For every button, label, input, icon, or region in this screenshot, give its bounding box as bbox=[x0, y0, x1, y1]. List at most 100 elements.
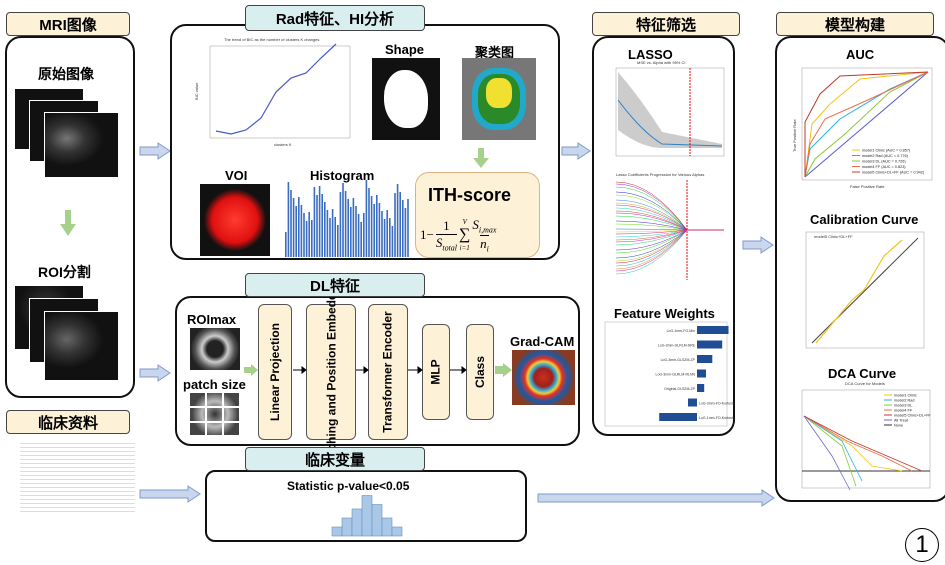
histogram-bar bbox=[313, 187, 316, 257]
coef-path bbox=[615, 220, 724, 231]
class-block: Class bbox=[466, 324, 494, 420]
roimax-label: ROImax bbox=[187, 312, 237, 327]
histogram-bar bbox=[342, 183, 344, 257]
feature-bar bbox=[659, 413, 697, 421]
histogram-bar bbox=[321, 194, 323, 257]
right-arrow-icon bbox=[561, 142, 591, 160]
roc-curve bbox=[804, 71, 929, 178]
patch-embedding-block: Patching and Position Embedding bbox=[306, 275, 356, 469]
histogram-bar bbox=[355, 206, 357, 257]
dca-legend-item: model5 Clinic+DL+FF bbox=[894, 414, 931, 418]
feature-label: Original-GLSZM-ZP bbox=[664, 387, 696, 391]
histogram-bar bbox=[373, 204, 375, 257]
histogram-bar bbox=[370, 196, 373, 257]
patch-size-label: patch size bbox=[183, 377, 246, 392]
histogram-bar bbox=[386, 210, 388, 257]
panel-label-clinvar: 临床变量 bbox=[245, 447, 425, 471]
dca-legend-item: All Treat bbox=[894, 419, 909, 423]
histogram-chart bbox=[285, 180, 409, 257]
dca-curve bbox=[803, 415, 851, 491]
histogram-bar bbox=[334, 217, 336, 257]
histogram-bar bbox=[389, 218, 391, 257]
histogram-bar bbox=[318, 186, 321, 257]
panel-label-mri: MRI图像 bbox=[6, 12, 130, 36]
histogram-bar bbox=[368, 188, 370, 257]
feature-label: LoG-3mm-GLSZM-ZP bbox=[661, 358, 696, 362]
histogram-bar bbox=[350, 207, 352, 257]
histogram-bar bbox=[404, 208, 407, 257]
feature-label: LoG-3mm-FO-Kurtosis bbox=[699, 402, 735, 406]
clinvar-hist-bar bbox=[361, 495, 373, 537]
histogram-bar bbox=[298, 197, 300, 257]
roi-segmentation-label: ROI分割 bbox=[38, 264, 91, 280]
roi-image-stack bbox=[14, 285, 129, 393]
histogram-bar bbox=[357, 214, 360, 257]
right-arrow-icon bbox=[139, 142, 171, 160]
coef-path bbox=[615, 207, 724, 231]
histogram-bar bbox=[344, 191, 347, 257]
right-arrow-icon bbox=[537, 489, 775, 507]
roc-curve bbox=[804, 71, 929, 177]
histogram-bar bbox=[363, 213, 365, 257]
histogram-bar bbox=[337, 225, 339, 257]
panel-label-dl: DL特征 bbox=[245, 273, 425, 297]
histogram-bar bbox=[308, 212, 310, 257]
dca-legend-item: model2 Rad bbox=[894, 399, 914, 403]
histogram-bar bbox=[326, 210, 329, 257]
histogram-bar bbox=[339, 192, 342, 257]
model-panel bbox=[775, 36, 945, 502]
dca-chart-title: DCA Curve for Models bbox=[845, 381, 885, 386]
roc-curve bbox=[804, 71, 929, 178]
roc-legend-item: model3 DL (AUC = 0.726) bbox=[862, 160, 906, 164]
roc-curve bbox=[804, 71, 929, 178]
feature-bar bbox=[697, 369, 706, 378]
clinvar-hist-bar bbox=[371, 504, 383, 537]
right-arrow-icon bbox=[244, 364, 258, 376]
dca-curve bbox=[803, 415, 923, 472]
feature-bar bbox=[688, 398, 697, 407]
transformer-encoder-block: Transformer Encoder bbox=[368, 304, 408, 440]
histogram-bar bbox=[394, 193, 396, 257]
histogram-bar bbox=[402, 200, 404, 257]
clinvar-hist-bar bbox=[351, 508, 363, 537]
voi-image bbox=[200, 184, 270, 256]
histogram-bar bbox=[391, 226, 394, 257]
panel-label-clinical: 临床资料 bbox=[6, 410, 130, 434]
dca-curve bbox=[803, 415, 913, 472]
lasso-title: LASSO bbox=[628, 47, 673, 62]
elbow-y-label: BIC value bbox=[194, 82, 199, 100]
statistic-label: Statistic p-value<0.05 bbox=[287, 479, 410, 493]
coef-path bbox=[615, 229, 724, 267]
histogram-bar bbox=[290, 190, 292, 257]
histogram-bar bbox=[381, 211, 383, 257]
feature-bar bbox=[697, 355, 713, 363]
panel-label-rad: Rad特征、HI分析 bbox=[245, 5, 425, 31]
dca-curve bbox=[803, 415, 903, 472]
mlp-block: MLP bbox=[422, 324, 450, 420]
coef-path bbox=[615, 229, 724, 270]
feature-label: LoG-1mm-FO-Min bbox=[667, 329, 695, 333]
roc-y-label: True Positive Rate bbox=[792, 119, 797, 152]
histogram-label: Histogram bbox=[310, 168, 375, 183]
clinvar-hist-bar bbox=[341, 517, 353, 537]
panel-label-model: 模型构建 bbox=[776, 12, 934, 36]
clinvar-hist-bar bbox=[331, 526, 343, 537]
histogram-bar bbox=[329, 218, 331, 257]
coef-path bbox=[615, 183, 724, 231]
dca-legend-item: model3 DL bbox=[894, 404, 912, 408]
figure-number-badge: 1 bbox=[905, 528, 939, 562]
roc-chart: model1 Clinic (AUC = 0.857)model2 Rad (A… bbox=[801, 67, 933, 189]
patch-grid-image bbox=[190, 393, 240, 435]
histogram-bar bbox=[396, 184, 399, 257]
dca-curve bbox=[803, 415, 857, 487]
cluster-map-image bbox=[462, 58, 536, 140]
coef-path bbox=[615, 229, 724, 246]
histogram-bar bbox=[407, 199, 409, 257]
histogram-bar bbox=[295, 206, 297, 257]
coef-path bbox=[615, 186, 724, 231]
calibration-chart: model5 Clinic+DL+FF bbox=[792, 228, 927, 358]
feature-label: LoG-3mm-GLRLM-RLNN bbox=[656, 373, 696, 377]
shape-mask-image bbox=[372, 58, 440, 140]
cluster-map-label: 聚类图 bbox=[475, 45, 515, 60]
